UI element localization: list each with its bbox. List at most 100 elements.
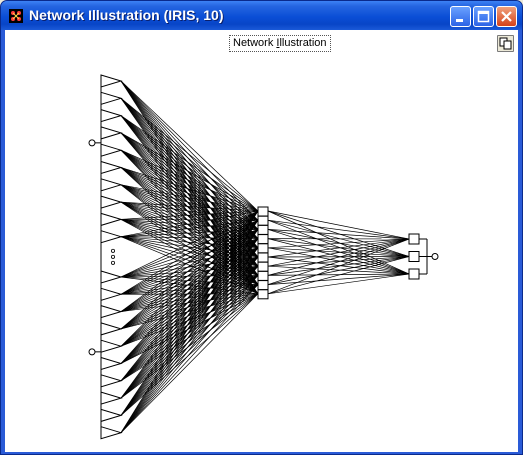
input-hidden-connection [120,293,259,382]
hidden-output-connection [267,238,410,267]
hidden-output-connection [267,210,410,275]
hidden-node [257,261,269,272]
input-hidden-connection [120,229,259,330]
input-hidden-connection [120,238,259,330]
input-hidden-connection [120,219,259,416]
input-hidden-connection [120,265,259,347]
hidden-output-connection [267,210,410,257]
input-hidden-connection [120,219,259,399]
hidden-output-connection [267,238,410,257]
connection-lines [120,80,410,433]
input-hidden-connection [120,293,259,364]
input-hidden-connection [120,265,259,433]
input-hidden-connection [120,219,259,221]
input-hidden-connection [120,265,259,382]
input-hidden-connection [120,238,259,312]
hidden-node [257,243,269,254]
input-node [100,160,123,175]
ellipsis-dot [111,254,116,259]
input-hidden-connection [120,115,259,212]
hidden-node [257,280,269,291]
hidden-node [257,270,269,281]
ellipsis-dot [111,260,116,265]
hidden-output-connection [267,229,410,240]
input-hidden-connection [120,275,259,347]
input-hidden-connection [120,247,259,433]
hidden-output-connection [267,265,410,275]
input-hidden-connection [120,238,259,433]
ellipsis-dot [111,248,116,253]
input-hidden-connection [120,210,259,312]
diagram-title-suffix: llustration [279,37,327,49]
input-node [100,230,123,244]
input-node [100,91,123,105]
app-logo-icon [9,9,23,23]
input-hidden-connection [120,238,259,347]
input-hidden-connection [120,275,259,399]
hidden-output-connection [267,238,410,285]
input-hidden-connection [120,219,259,347]
input-hidden-connection [120,184,259,212]
title-bar[interactable]: Network Illustration (IRIS, 10) [1,1,522,30]
input-hidden-connection [120,247,259,312]
input-hidden-connection [120,284,259,364]
input-bias-node [88,139,96,147]
input-hidden-connection [120,80,259,230]
input-node [100,391,123,405]
window-title: Network Illustration (IRIS, 10) [29,7,224,23]
input-hidden-connection [120,219,259,238]
diagram-title-prefix: Network [233,37,277,49]
input-hidden-connection [120,210,259,382]
input-hidden-connection [120,210,259,416]
hidden-output-connection [267,273,410,285]
input-hidden-connection [120,293,259,347]
input-hidden-connection [120,275,259,364]
input-hidden-connection [120,275,259,312]
input-hidden-connection [120,219,259,382]
hidden-node [257,224,269,235]
input-hidden-connection [120,219,259,330]
minimize-button[interactable] [450,6,471,27]
input-hidden-connection [120,247,259,347]
input-node [100,287,123,301]
input-hidden-connection [120,247,259,364]
input-hidden-connection [120,256,259,312]
maximize-button[interactable] [473,6,494,27]
input-hidden-connection [120,201,259,212]
close-button[interactable] [496,6,517,27]
input-hidden-connection [120,149,259,249]
input-hidden-connection [120,293,259,416]
input-hidden-connection [120,167,259,212]
hidden-node [257,215,269,226]
close-icon [501,11,512,22]
input-hidden-connection [120,210,259,433]
hidden-output-connection [267,219,410,275]
output-node [408,251,420,262]
input-hidden-connection [120,275,259,330]
input-hidden-connection [120,167,259,230]
input-node [100,304,123,319]
input-hidden-connection [120,80,259,221]
input-hidden-connection [120,265,259,364]
input-hidden-connection [120,210,259,399]
hidden-output-connection [267,238,410,276]
input-hidden-connection [120,284,259,399]
minimize-icon [456,19,463,22]
input-hidden-connection [120,220,259,433]
input-hidden-connection [120,219,259,295]
input-bias-node [88,348,96,356]
input-hidden-connection [120,275,259,433]
input-hidden-connection [120,284,259,433]
hidden-output-connection [267,273,410,276]
input-node [100,270,123,284]
input-hidden-connection [120,256,259,433]
input-node [100,322,123,336]
copy-button[interactable] [497,35,514,52]
input-hidden-connection [120,132,259,230]
input-hidden-connection [120,247,259,330]
output-node [408,268,420,280]
input-hidden-connection [120,132,259,239]
input-hidden-connection [120,98,259,212]
hidden-output-connection [267,256,410,295]
input-node [100,374,123,388]
